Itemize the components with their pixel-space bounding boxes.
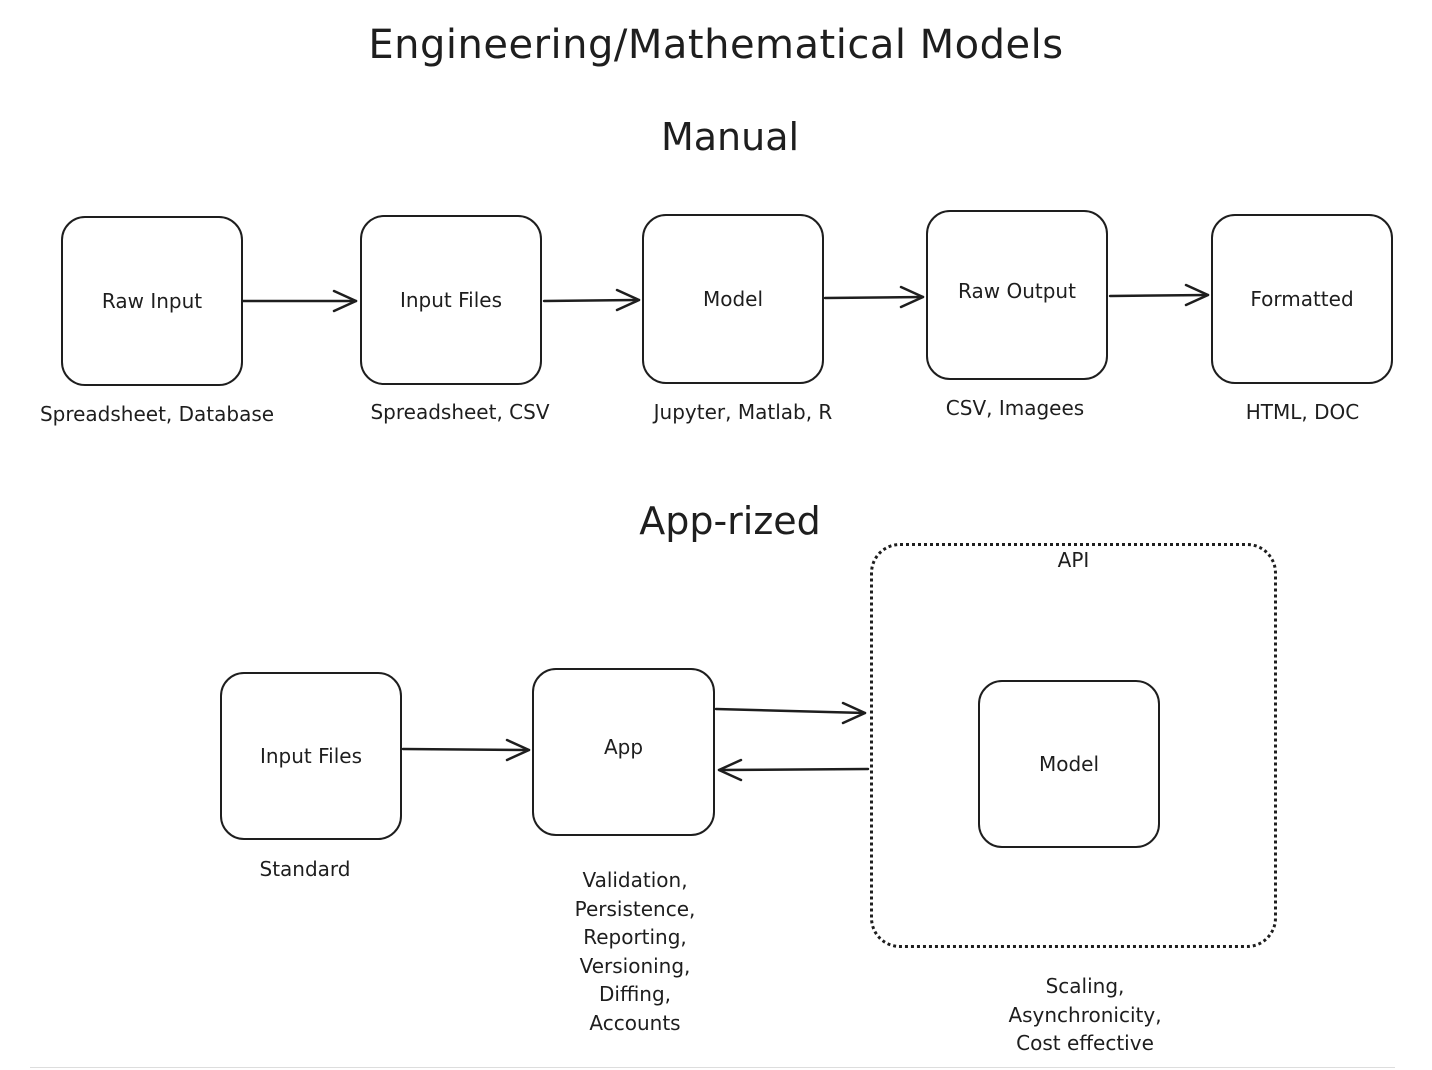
manual-model-caption: Jupyter, Matlab, R — [653, 400, 833, 424]
arrow-api-to-app — [717, 758, 870, 782]
apprized-input-files-label: Input Files — [259, 744, 363, 768]
arrow-app-to-api — [714, 701, 867, 725]
diagram-title: Engineering/Mathematical Models — [368, 22, 1064, 68]
apprized-input-files-caption: Standard — [259, 857, 351, 881]
app-caption-line: Diffing, — [598, 982, 672, 1006]
manual-raw-input-label: Raw Input — [101, 289, 203, 313]
manual-input-files-box: Input Files — [360, 215, 542, 385]
api-caption-line: Asynchronicity, — [1008, 1002, 1162, 1027]
api-caption-line: Scaling, — [1045, 974, 1125, 998]
manual-heading: Manual — [660, 115, 800, 159]
app-box: App — [532, 668, 715, 836]
arrow-raw-output-to-formatted — [1108, 283, 1210, 307]
manual-formatted-caption: HTML, DOC — [1245, 400, 1360, 424]
bottom-divider — [30, 1067, 1395, 1068]
arrow-raw-input-to-input-files — [241, 289, 358, 313]
manual-input-files-caption: Spreadsheet, CSV — [370, 400, 550, 424]
api-model-box: Model — [978, 680, 1160, 848]
app-caption-line: Accounts — [589, 1010, 681, 1035]
api-label: API — [1057, 548, 1090, 572]
app-caption-line: Reporting, — [583, 925, 687, 949]
manual-raw-output-label: Raw Output — [958, 279, 1076, 303]
app-caption-line: Versioning, — [579, 953, 691, 978]
app-caption: Validation, Persistence, Reporting, Vers… — [540, 866, 730, 1037]
arrow-input-files-to-model — [542, 288, 641, 312]
apprized-input-files-box: Input Files — [220, 672, 402, 840]
app-label: App — [603, 735, 644, 759]
manual-formatted-label: Formatted — [1250, 287, 1354, 311]
manual-raw-input-box: Raw Input — [61, 216, 243, 386]
manual-raw-output-box: Raw Output — [926, 210, 1108, 380]
api-caption-line: Cost effective — [1016, 1031, 1154, 1055]
api-boundary — [870, 543, 1277, 948]
arrow-model-to-raw-output — [823, 285, 925, 309]
api-caption: Scaling, Asynchronicity, Cost effective — [985, 972, 1185, 1058]
manual-model-label: Model — [702, 287, 764, 311]
app-caption-line: Validation, — [582, 868, 688, 892]
arrow-input-files-to-app — [401, 738, 531, 762]
api-model-label: Model — [1038, 752, 1100, 776]
manual-formatted-box: Formatted — [1211, 214, 1393, 384]
manual-input-files-label: Input Files — [399, 288, 503, 312]
apprized-heading: App-rized — [639, 499, 821, 543]
app-caption-line: Persistence, — [574, 896, 696, 921]
manual-model-box: Model — [642, 214, 824, 384]
manual-raw-input-caption: Spreadsheet, Database — [39, 402, 275, 426]
manual-raw-output-caption: CSV, Imagees — [945, 396, 1085, 420]
